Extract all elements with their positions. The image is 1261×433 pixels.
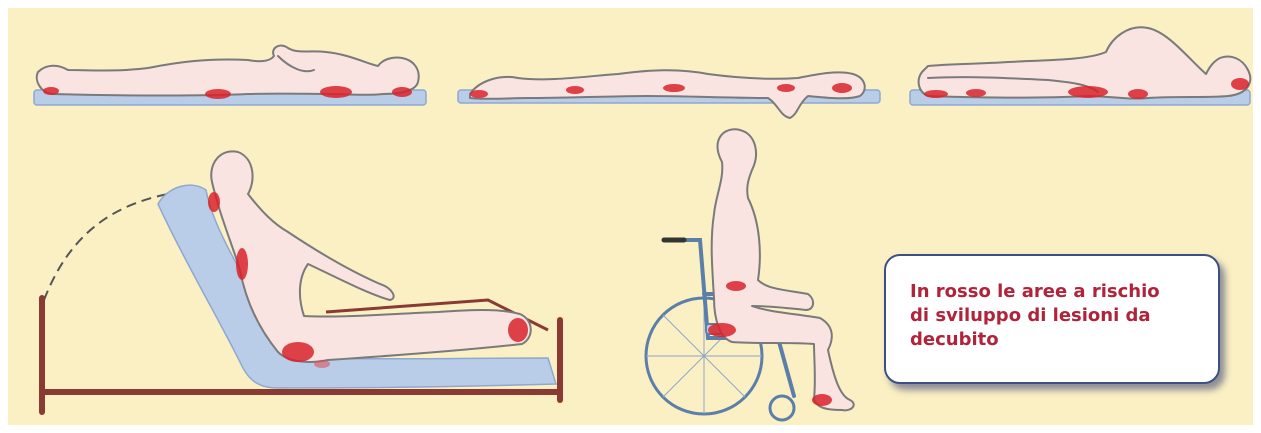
risk-shoulder-prone [777, 84, 795, 92]
risk-scapula-supine [320, 86, 352, 98]
body-supine [37, 46, 419, 96]
figure-lateral [910, 27, 1250, 105]
body-prone [470, 70, 865, 118]
risk-heel-supine [43, 87, 59, 95]
risk-sacrum-inclined [282, 342, 314, 362]
risk-knee-prone [566, 86, 584, 94]
caption-box: In rosso le aree a rischio di sviluppo d… [884, 254, 1220, 384]
risk-ankle-lateral [924, 90, 948, 98]
figure-prone [458, 70, 880, 118]
risk-ischium-inclined [314, 360, 330, 368]
risk-occiput-supine [392, 87, 412, 97]
risk-scapula-inclined [236, 248, 248, 280]
risk-shoulder-lateral [1128, 89, 1148, 99]
risk-heel-inclined [508, 318, 528, 342]
risk-trochanter-lateral [1068, 86, 1108, 98]
wheelchair-caster-wheel [770, 396, 794, 420]
risk-iliac-prone [663, 84, 685, 92]
figure-bed-inclined [42, 151, 560, 412]
risk-ischium-wheelchair [708, 323, 736, 337]
caption-text: In rosso le aree a rischio di sviluppo d… [910, 280, 1200, 352]
backrest-arc [44, 194, 168, 300]
risk-knee-lateral [966, 89, 986, 97]
risk-heel-wheelchair [812, 394, 832, 406]
risk-toes-prone [470, 90, 488, 98]
risk-ear-prone [832, 83, 852, 93]
illustration-canvas: In rosso le aree a rischio di sviluppo d… [8, 8, 1253, 425]
body-wheelchair [712, 129, 854, 410]
risk-sacrum-supine [205, 89, 231, 99]
figure-supine [34, 46, 426, 105]
risk-ear-lateral [1231, 78, 1249, 90]
figure-wheelchair [646, 129, 854, 420]
risk-elbow-wheelchair [726, 281, 746, 291]
risk-occiput-inclined [208, 192, 220, 212]
